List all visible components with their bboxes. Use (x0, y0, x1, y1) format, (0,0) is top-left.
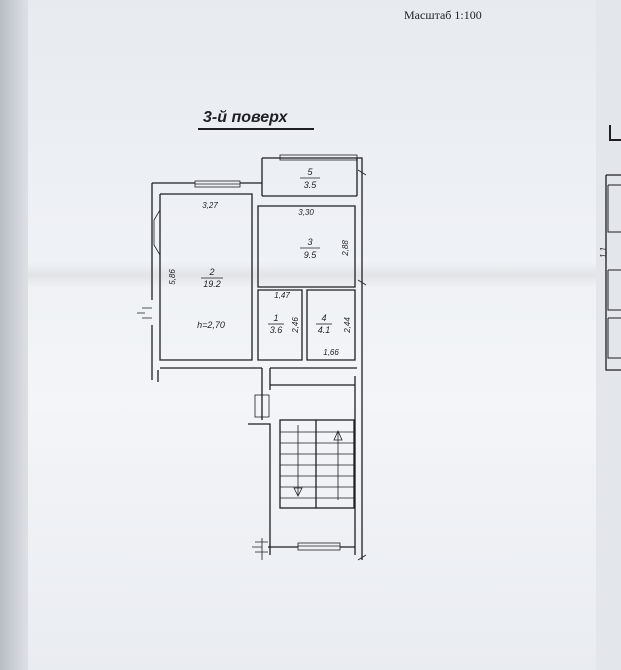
room-1-area: 3.6 (270, 325, 283, 335)
room-4-area: 4.1 (318, 325, 331, 335)
room-3-outline (257, 205, 356, 288)
previous-page-edge (0, 0, 28, 670)
room-5-number: 5 (307, 167, 313, 177)
dim-room1-side: 2,46 (291, 317, 300, 334)
title-underline (198, 128, 314, 130)
room-2-number: 2 (208, 267, 214, 277)
room-4-label: 4 4.1 (316, 313, 332, 335)
dim-room3-top: 3,30 (298, 208, 314, 217)
room-1-label: 1 3.6 (268, 313, 284, 335)
dim-room1-top: 1,47 (274, 291, 290, 300)
room-3-area: 9.5 (304, 250, 318, 260)
room-4-number: 4 (321, 313, 326, 323)
floor-title: 3-й поверх (203, 109, 288, 126)
dim-room4-side: 2,44 (343, 317, 352, 334)
room-5-area: 3.5 (304, 180, 318, 190)
wall-ticks (357, 169, 367, 561)
right-page-mark: 1,1 (599, 247, 608, 258)
dim-room2-top: 3,27 (202, 201, 218, 210)
stair-bottom-window (252, 538, 355, 560)
plan-sheet (28, 0, 621, 670)
ceiling-height: h=2,70 (197, 320, 225, 330)
outer-right-wall (357, 157, 363, 560)
room-3-label: 3 9.5 (300, 237, 320, 260)
room-4-outline (306, 289, 356, 361)
dim-room2-side: 5,86 (168, 269, 177, 285)
room-5-label: 5 3.5 (300, 167, 320, 190)
scale-label: Масштаб 1:100 (404, 8, 482, 22)
room-2-outline (137, 180, 262, 380)
dim-room4-bottom: 1,66 (323, 348, 339, 357)
stairwell (279, 419, 355, 509)
room-2-area: 19.2 (203, 279, 221, 289)
corridor (248, 368, 356, 555)
dim-room3-side: 2,88 (341, 240, 350, 257)
room-1-outline (257, 289, 303, 361)
room-1-number: 1 (273, 313, 278, 323)
room-2-label: 2 19.2 (201, 267, 223, 289)
room-3-number: 3 (307, 237, 312, 247)
next-page-fragment: 1,1 (596, 0, 621, 670)
